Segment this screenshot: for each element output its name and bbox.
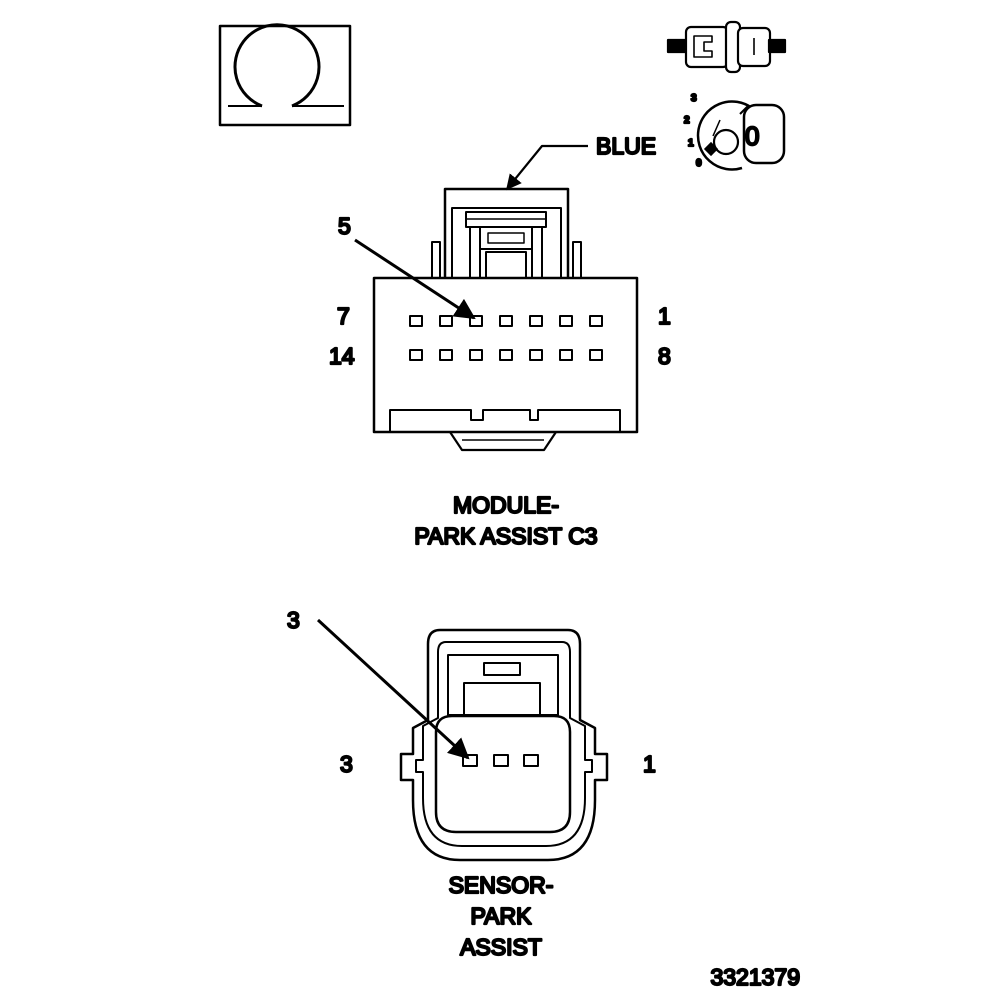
figure-id: 3321379	[710, 964, 800, 990]
module-row2-right-pin: 8	[658, 343, 671, 369]
module-pin-5-pointer	[354, 238, 476, 320]
module-row2-left-pin: 14	[329, 343, 355, 369]
ignition-position-1: 1	[688, 138, 694, 149]
module-pin-pointer-label: 5	[338, 213, 351, 239]
ohm-meter-icon	[218, 23, 352, 127]
ignition-position-3: 3	[691, 93, 697, 104]
sensor-connector	[399, 628, 609, 862]
connector-color-label: BLUE	[596, 133, 656, 159]
module-pin-row-2	[409, 349, 603, 361]
sensor-right-pin: 1	[643, 751, 656, 777]
module-name-line2: PARK ASSIST C3	[414, 523, 597, 549]
sensor-left-pin: 3	[340, 751, 353, 777]
sensor-pin-3-pointer	[316, 618, 470, 760]
ignition-key-label: 0	[745, 121, 759, 151]
module-row1-left-pin: 7	[337, 303, 350, 329]
ignition-key-off-icon	[696, 100, 786, 171]
module-name-line1: MODULE-	[453, 492, 559, 518]
sensor-name-line1: SENSOR-	[449, 872, 554, 898]
sensor-pin-pointer-label: 3	[287, 607, 300, 633]
connector-disconnect-icon	[666, 20, 787, 74]
sensor-name-line2: PARK	[471, 903, 533, 929]
ignition-position-0: 0	[696, 158, 702, 169]
module-pin-row-1	[409, 315, 603, 327]
sensor-name-line3: ASSIST	[460, 934, 542, 960]
sensor-pins	[462, 754, 539, 767]
color-callout-leader	[506, 144, 588, 191]
module-connector	[372, 187, 639, 452]
module-row1-right-pin: 1	[658, 303, 671, 329]
ignition-position-2: 2	[684, 115, 690, 126]
